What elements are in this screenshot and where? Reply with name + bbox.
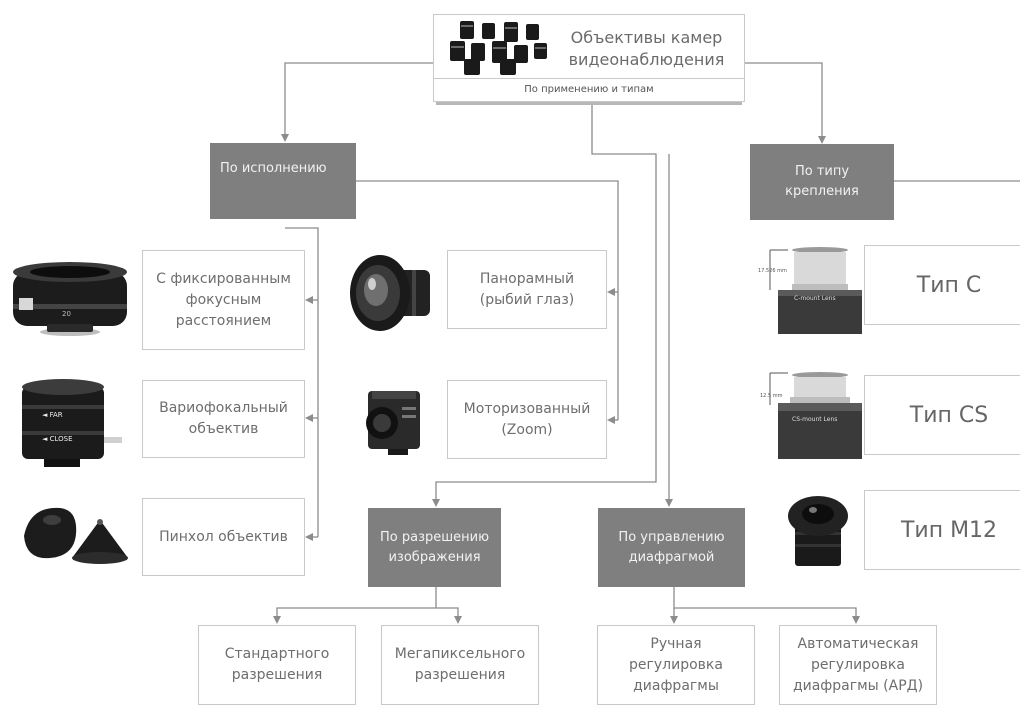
motorized-lens-image (366, 391, 420, 455)
leaf-varifocal: Вариофокальный объектив (142, 380, 305, 458)
leaf-type-c: Тип C (864, 245, 1020, 325)
pinhole-lens-image (24, 507, 128, 564)
leaf-standard-resolution: Стандартного разрешения (198, 625, 356, 705)
edge-aperture-branch (673, 587, 860, 624)
leaf-fixed-focal: С фиксированным фокусным расстоянием (142, 250, 305, 350)
c-dimension: 17.526 mm (758, 268, 787, 274)
close-label: ◄ CLOSE (42, 435, 73, 443)
fixed-lens-mark: 20 (62, 310, 71, 318)
root-title: Объективы камер видеонаблюдения (568, 28, 725, 69)
leaf-panoramic: Панорамный (рыбий глаз) (447, 250, 607, 329)
leaf-motorized: Моторизованный (Zoom) (447, 380, 607, 459)
lens-set-icon (450, 21, 547, 75)
varifocal-lens-image: ◄ FAR ◄ CLOSE (22, 379, 122, 467)
edge-execution-trunk-left (285, 227, 319, 537)
c-mount-lens-image: 17.526 mm C-mount Lens (758, 247, 862, 334)
far-label: ◄ FAR (42, 411, 63, 419)
edge-execution-trunk-right (356, 180, 619, 420)
category-mount: По типу крепления (750, 144, 894, 220)
edge-root-resolution (432, 103, 657, 507)
category-resolution: По разрешению изображения (368, 508, 501, 587)
fixed-lens-image: 20 (13, 262, 127, 336)
leaf-manual-iris: Ручная регулировка диафрагмы (597, 625, 755, 705)
leaf-megapixel-resolution: Мегапиксельного разрешения (381, 625, 539, 705)
leaf-auto-iris: Автоматическая регулировка диафрагмы (АР… (779, 625, 937, 705)
leaf-type-m12: Тип M12 (864, 490, 1020, 570)
edge-root-execution (281, 62, 433, 142)
edge-root-mount (745, 62, 826, 144)
category-execution: По исполнению (210, 143, 356, 219)
cs-dimension: 12.5 mm (760, 393, 783, 399)
edge-resolution-branch (273, 587, 437, 624)
ribbon-shadow (436, 101, 742, 105)
category-aperture: По управлению диафрагмой (598, 508, 745, 587)
leaf-type-cs: Тип CS (864, 375, 1020, 455)
cs-mount-lens-image: 12.5 mm CS-mount Lens (760, 372, 862, 459)
edge-to-megapixel (436, 607, 462, 624)
leaf-pinhole: Пинхол объектив (142, 498, 305, 576)
c-mount-text: C-mount Lens (794, 295, 836, 302)
root-node: Объективы камер видеонаблюдения (433, 14, 745, 80)
root-subtitle: По применению и типам (433, 78, 745, 102)
m12-lens-image (788, 496, 848, 566)
fisheye-lens-image (350, 255, 430, 331)
cs-mount-text: CS-mount Lens (792, 416, 837, 423)
